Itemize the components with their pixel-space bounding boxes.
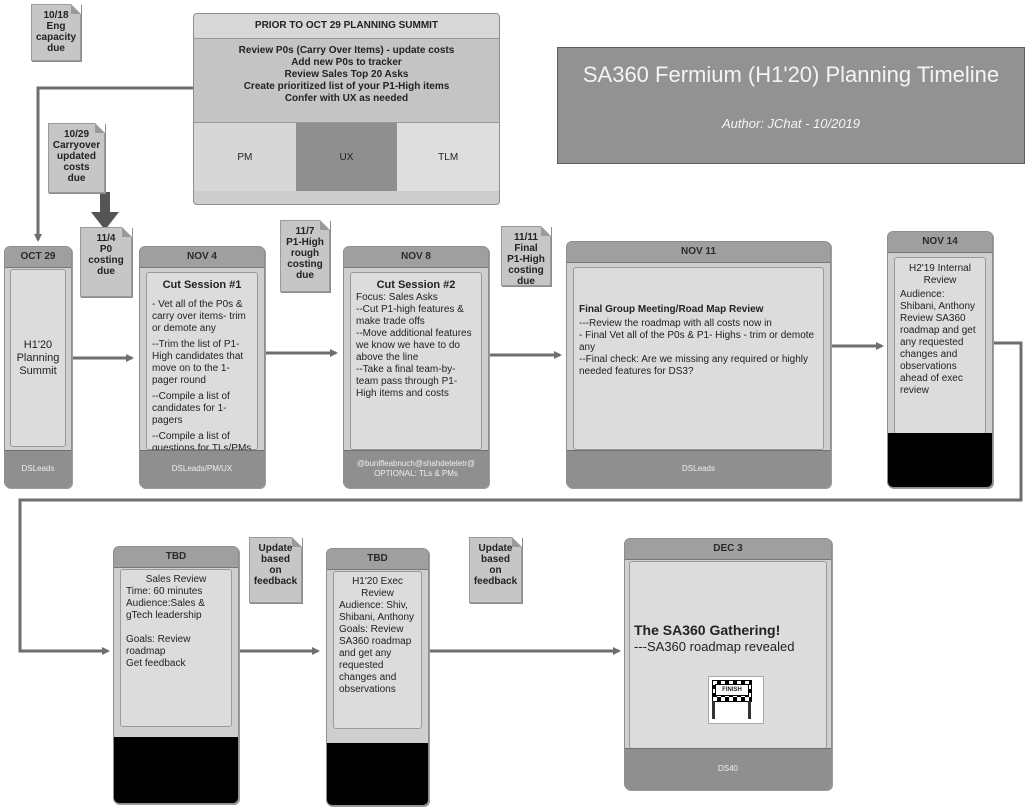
card-title: H2'19 Internal Review xyxy=(909,263,971,286)
lane-tlm: TLM xyxy=(397,123,499,191)
card-footer: @bunlfleabnuch@shahdeteletr@ OPTIONAL: T… xyxy=(344,450,488,487)
card-nov-4: NOV 4 Cut Session #1 - Vet all of the P0… xyxy=(139,246,265,488)
card-tbd-exec-review: TBD H1'20 Exec Review Audience: Shiv, Sh… xyxy=(326,548,429,806)
prior-task: Confer with UX as needed xyxy=(284,93,409,104)
card-line: Audience: Shiv, Shibani, Anthony xyxy=(339,600,415,623)
card-line: Audience:Sales & gTech leadership xyxy=(126,598,205,621)
card-title: H1'20 Exec Review xyxy=(352,576,403,599)
prior-box-task-list: Review P0s (Carry Over Items) - update c… xyxy=(194,39,499,123)
card-footer: DSLeads xyxy=(567,450,830,487)
card-line: Time: 60 minutes xyxy=(126,586,203,597)
prior-box-header: PRIOR TO OCT 29 PLANNING SUMMIT xyxy=(194,14,499,39)
card-date: TBD xyxy=(114,547,238,568)
card-line: --Cut P1-high features & make trade offs xyxy=(356,304,464,327)
card-line: Goals: Review SA360 roadmap and get any … xyxy=(339,624,412,695)
connector-nov14-to-row2 xyxy=(18,341,1023,655)
note-eng-capacity: 10/18 Eng capacity due xyxy=(31,4,81,61)
card-date: DEC 3 xyxy=(625,539,831,560)
card-oct-29-body: H1'20 Planning Summit xyxy=(10,269,66,447)
card-footer: DSLeads xyxy=(5,450,71,487)
card-exec-review-body: H1'20 Exec Review Audience: Shiv, Shiban… xyxy=(333,571,422,729)
card-nov-8: NOV 8 Cut Session #2 Focus: Sales Asks -… xyxy=(343,246,489,488)
card-line: Review SA360 roadmap and get any request… xyxy=(900,313,976,396)
card-date: NOV 14 xyxy=(888,232,992,253)
card-footer: DS40 xyxy=(625,748,831,789)
card-line xyxy=(126,622,226,634)
note-p1-final-costing: 11/11 Final P1-High costing due xyxy=(501,226,551,287)
card-line: --Compile a list of questions for TLs/PM… xyxy=(152,431,252,454)
card-date: NOV 4 xyxy=(140,247,264,268)
note-p0-costing: 11/4 P0 costing due xyxy=(80,227,132,297)
prior-task: Create prioritized list of your P1-High … xyxy=(243,81,450,92)
card-footer: DSLeads/PM/UX xyxy=(140,450,264,487)
note-update-feedback-2: Update based on feedback xyxy=(469,537,522,603)
connector-prior-to-oct29 xyxy=(34,86,193,242)
card-line: ---Review the roadmap with all costs now… xyxy=(579,318,772,329)
card-title: Cut Session #1 xyxy=(162,279,242,291)
card-nov-11: NOV 11 Final Group Meeting/Road Map Revi… xyxy=(566,241,831,488)
card-sales-review-body: Sales Review Time: 60 minutes Audience:S… xyxy=(120,569,232,727)
note-update-feedback-1: Update based on feedback xyxy=(249,537,302,603)
card-title: Cut Session #2 xyxy=(376,279,456,291)
card-line: --Final check: Are we missing any requir… xyxy=(579,354,808,377)
prior-task: Review P0s (Carry Over Items) - update c… xyxy=(238,45,455,56)
prior-task: Add new P0s to tracker xyxy=(291,57,402,68)
card-line: - Final Vet all of the P0s & P1- Highs -… xyxy=(579,330,815,353)
card-tbd-sales-review: TBD Sales Review Time: 60 minutes Audien… xyxy=(113,546,239,804)
timeline-title-block: SA360 Fermium (H1'20) Planning Timeline … xyxy=(557,47,1025,164)
card-line: - Vet all of the P0s & carry over items-… xyxy=(152,299,246,334)
card-line: Get feedback xyxy=(126,658,186,669)
card-line: --Move additional features we know we ha… xyxy=(356,328,472,363)
prior-planning-box: PRIOR TO OCT 29 PLANNING SUMMIT Review P… xyxy=(193,13,500,205)
card-title: The SA360 Gathering! xyxy=(634,622,781,638)
card-title: Final Group Meeting/Road Map Review xyxy=(579,304,764,315)
card-date: OCT 29 xyxy=(5,247,71,268)
prior-task: Review Sales Top 20 Asks xyxy=(284,69,409,80)
note-carryover-costs: 10/29 Carryover updated costs due xyxy=(48,123,105,193)
lane-ux: UX xyxy=(295,123,398,191)
card-subtitle: ---SA360 roadmap revealed xyxy=(634,639,795,654)
card-nov-14: NOV 14 H2'19 Internal Review Audience: S… xyxy=(887,231,993,488)
card-nov-8-body: Cut Session #2 Focus: Sales Asks --Cut P… xyxy=(350,272,482,450)
card-line: --Trim the list of P1-High candidates th… xyxy=(152,339,244,386)
card-nov-11-body: Final Group Meeting/Road Map Review ---R… xyxy=(573,267,824,450)
timeline-author: Author: JChat - 10/2019 xyxy=(721,116,861,131)
card-nov-14-body: H2'19 Internal Review Audience: Shibani,… xyxy=(894,257,986,435)
role-lanes: PM UX TLM xyxy=(194,123,499,191)
down-arrow-icon xyxy=(91,192,119,230)
card-nov-4-body: Cut Session #1 - Vet all of the P0s & ca… xyxy=(146,272,258,454)
card-line: --Compile a list of candidates for 1-pag… xyxy=(152,391,230,426)
card-dec-3-body: The SA360 Gathering! ---SA360 roadmap re… xyxy=(629,561,827,749)
note-p1-rough-costing: 11/7 P1-High rough costing due xyxy=(280,220,330,292)
card-title: Sales Review xyxy=(145,574,207,585)
card-line: Focus: Sales Asks xyxy=(356,292,438,303)
redaction-block xyxy=(114,737,238,803)
lane-pm: PM xyxy=(194,123,296,191)
redaction-block xyxy=(327,743,428,805)
card-date: NOV 11 xyxy=(567,242,830,263)
card-line: Audience: Shibani, Anthony xyxy=(900,289,976,312)
card-date: TBD xyxy=(327,549,428,570)
timeline-title: SA360 Fermium (H1'20) Planning Timeline xyxy=(582,62,1000,87)
finish-flag-label: FINISH xyxy=(715,684,749,696)
card-date: NOV 8 xyxy=(344,247,488,268)
card-line: --Take a final team-by-team pass through… xyxy=(356,364,458,399)
finish-flag-icon: FINISH xyxy=(708,676,764,724)
card-oct-29: OCT 29 H1'20 Planning Summit DSLeads xyxy=(4,246,72,488)
card-dec-3: DEC 3 The SA360 Gathering! ---SA360 road… xyxy=(624,538,832,790)
redaction-block xyxy=(888,433,992,487)
card-line: Goals: Review roadmap xyxy=(126,634,191,657)
